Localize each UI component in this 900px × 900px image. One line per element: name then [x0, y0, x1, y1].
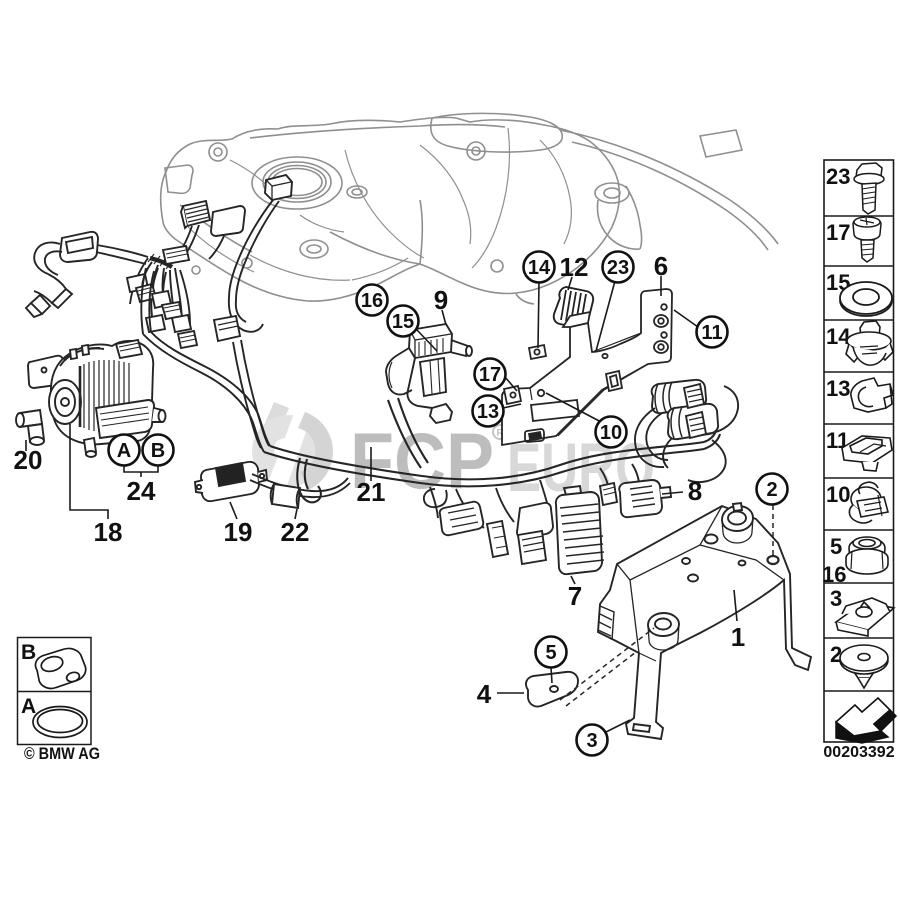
svg-text:A: A	[21, 695, 36, 718]
svg-text:20: 20	[14, 445, 43, 475]
svg-text:2: 2	[766, 479, 777, 501]
svg-text:19: 19	[224, 517, 253, 547]
svg-text:18: 18	[94, 517, 123, 547]
svg-text:00203392: 00203392	[823, 744, 894, 761]
svg-text:3: 3	[830, 586, 842, 611]
svg-text:R: R	[496, 428, 504, 439]
svg-text:3: 3	[586, 730, 597, 752]
svg-text:14: 14	[826, 324, 851, 349]
svg-text:1: 1	[731, 622, 745, 652]
svg-text:14: 14	[528, 257, 551, 279]
svg-text:24: 24	[127, 476, 156, 506]
svg-text:15: 15	[392, 311, 414, 333]
svg-text:© BMW AG: © BMW AG	[24, 744, 100, 763]
svg-text:6: 6	[654, 251, 668, 281]
svg-text:5: 5	[830, 534, 842, 559]
svg-text:A: A	[117, 440, 131, 462]
svg-text:B: B	[21, 641, 36, 664]
svg-text:11: 11	[701, 322, 722, 344]
svg-text:21: 21	[357, 477, 386, 507]
svg-text:12: 12	[560, 252, 589, 282]
svg-text:10: 10	[600, 422, 622, 444]
svg-text:23: 23	[826, 164, 850, 189]
svg-text:23: 23	[607, 257, 629, 279]
svg-text:4: 4	[477, 679, 492, 709]
svg-text:16: 16	[361, 290, 383, 312]
svg-text:FCP: FCP	[350, 416, 494, 505]
svg-text:2: 2	[830, 642, 842, 667]
svg-text:13: 13	[826, 376, 850, 401]
svg-text:17: 17	[826, 220, 850, 245]
svg-text:13: 13	[477, 401, 499, 423]
svg-text:16: 16	[822, 562, 846, 587]
svg-text:10: 10	[826, 482, 850, 507]
svg-text:B: B	[151, 440, 165, 462]
svg-text:5: 5	[545, 642, 556, 664]
svg-text:22: 22	[281, 517, 310, 547]
svg-text:7: 7	[568, 581, 582, 611]
svg-text:8: 8	[688, 476, 702, 506]
svg-text:9: 9	[434, 285, 448, 315]
svg-text:17: 17	[479, 364, 501, 386]
